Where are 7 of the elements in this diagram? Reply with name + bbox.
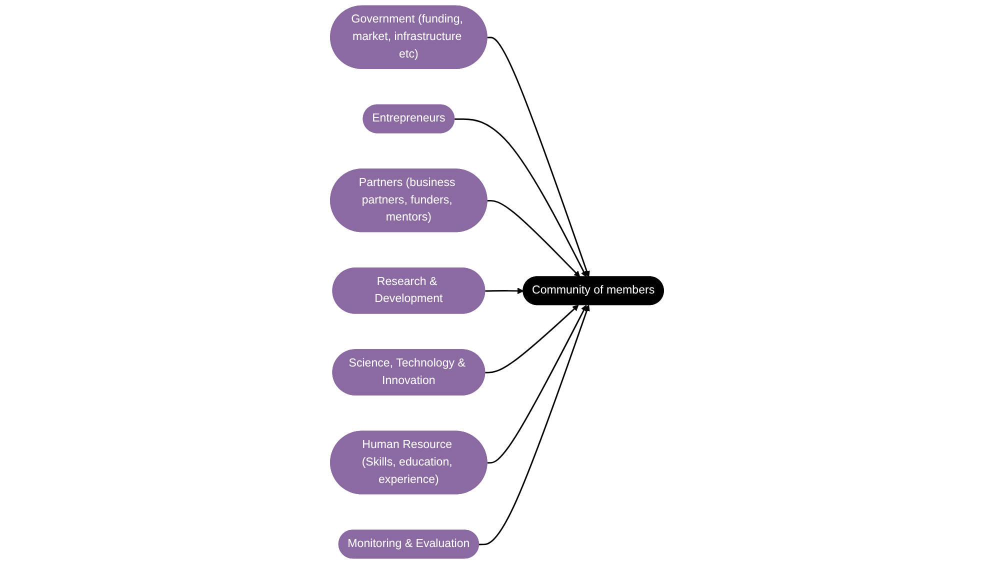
arrow <box>487 36 590 278</box>
arrow <box>479 304 590 546</box>
arrow <box>454 118 587 278</box>
arrow <box>487 200 580 278</box>
arrow <box>485 288 524 294</box>
arrow <box>487 304 587 464</box>
arrow <box>485 304 579 374</box>
